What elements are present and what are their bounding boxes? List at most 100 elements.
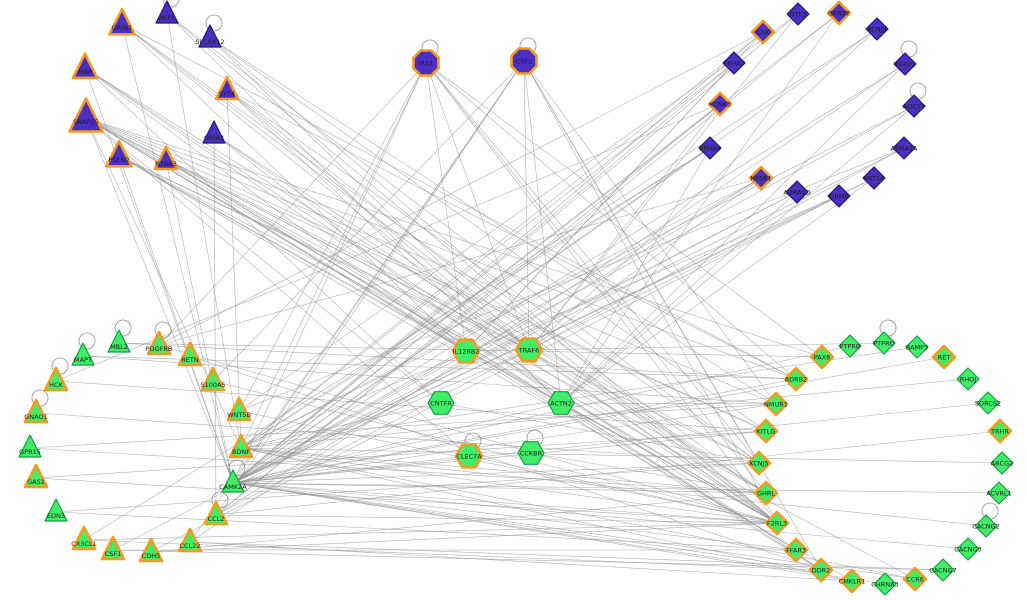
node-CCL2[interactable]: CCL2 bbox=[203, 500, 229, 526]
node-RHOJ[interactable]: RHOJ bbox=[956, 367, 980, 391]
edge-line bbox=[560, 177, 875, 404]
node-NEFL[interactable]: NEFL bbox=[155, 0, 179, 24]
node-NTSR1[interactable]: NTSR1 bbox=[748, 165, 774, 191]
edge-line bbox=[523, 60, 777, 405]
node-TRAF6[interactable]: TRAF6 bbox=[514, 337, 544, 363]
triangle-node-shape bbox=[228, 433, 254, 459]
node-CSF2[interactable]: CSF2 bbox=[510, 47, 538, 75]
diamond-node-shape bbox=[748, 165, 774, 191]
node-MBL2[interactable]: MBL2 bbox=[107, 329, 131, 353]
edge-line bbox=[232, 105, 915, 484]
diamond-node-shape bbox=[865, 17, 889, 41]
edge-line bbox=[209, 37, 777, 405]
edge-line bbox=[121, 23, 778, 524]
node-CCR6[interactable]: CCR6 bbox=[902, 566, 928, 592]
triangle-node-shape bbox=[71, 52, 99, 80]
node-KCNJ5[interactable]: KCNJ5 bbox=[746, 450, 772, 476]
triangle-node-shape bbox=[108, 7, 136, 36]
node-CCKBR[interactable]: CCKBR bbox=[517, 441, 545, 465]
edge-line bbox=[209, 37, 530, 351]
node-EDN3[interactable]: EDN3 bbox=[44, 498, 68, 522]
edge-line bbox=[528, 28, 878, 351]
triangle-node-shape bbox=[202, 120, 226, 144]
edge-line bbox=[55, 511, 797, 551]
edge-line bbox=[232, 62, 427, 484]
node-GRIA2[interactable]: GRIA2 bbox=[202, 120, 226, 144]
node-GRM8[interactable]: GRM8 bbox=[827, 184, 851, 208]
hexagon-node-shape bbox=[517, 441, 545, 465]
node-ADRB2[interactable]: ADRB2 bbox=[783, 366, 809, 392]
node-GNAO1[interactable]: GNAO1 bbox=[23, 398, 49, 424]
diamond-node-shape bbox=[873, 572, 897, 596]
node-MBP[interactable]: MBP bbox=[71, 52, 99, 80]
diamond-node-shape bbox=[785, 180, 809, 204]
edge-line bbox=[84, 67, 767, 494]
node-CNTFR[interactable]: CNTFR bbox=[427, 391, 455, 415]
node-CACNG2[interactable]: CACNG2 bbox=[972, 514, 1000, 538]
node-GAS1[interactable]: GAS1 bbox=[23, 463, 49, 489]
node-CSK[interactable]: CSK bbox=[750, 19, 776, 45]
edge-line bbox=[232, 378, 797, 484]
node-CCL22[interactable]: CCL22 bbox=[177, 527, 203, 553]
node-PSEN2[interactable]: PSEN2 bbox=[105, 139, 133, 168]
node-ADRA1D[interactable]: ADRA1D bbox=[783, 180, 811, 204]
diamond-node-shape bbox=[974, 514, 998, 538]
edge-line bbox=[560, 402, 777, 405]
edge-line bbox=[425, 62, 797, 380]
node-F2RL3[interactable]: F2RL3 bbox=[764, 510, 790, 536]
node-KCNJ9[interactable]: KCNJ9 bbox=[865, 17, 889, 41]
node-CX3CL1[interactable]: CX3CL1 bbox=[71, 525, 97, 551]
node-SORCS2[interactable]: SORCS2 bbox=[975, 391, 1001, 415]
node-NTF3[interactable]: NTF3 bbox=[786, 2, 810, 26]
node-KITLG[interactable]: KITLG bbox=[753, 418, 779, 444]
node-CLEC7A[interactable]: CLEC7A bbox=[454, 443, 484, 469]
node-ACVRL1[interactable]: ACVRL1 bbox=[986, 481, 1012, 505]
edge-line bbox=[232, 13, 799, 484]
triangle-node-shape bbox=[105, 139, 133, 168]
node-GRIN1[interactable]: GRIN1 bbox=[108, 7, 136, 36]
edge-line bbox=[213, 133, 778, 524]
node-WNT5B[interactable]: WNT5B bbox=[226, 396, 252, 422]
node-EPHA4[interactable]: EPHA4 bbox=[698, 136, 722, 160]
node-ABCG2[interactable]: ABCG2 bbox=[990, 451, 1014, 475]
hexagon-node-shape bbox=[514, 337, 544, 363]
node-TRHR[interactable]: TRHR bbox=[987, 418, 1013, 444]
node-FFAR3[interactable]: FFAR3 bbox=[783, 537, 809, 563]
edge-line bbox=[213, 133, 562, 404]
node-CACNG7[interactable]: CACNG7 bbox=[929, 558, 957, 582]
node-GPR15[interactable]: GPR15 bbox=[18, 434, 42, 458]
node-RET[interactable]: RET bbox=[931, 344, 957, 370]
diamond-node-shape bbox=[956, 537, 980, 561]
triangle-node-shape bbox=[23, 398, 49, 424]
diamond-node-shape bbox=[763, 391, 789, 417]
node-MAPT[interactable]: MAPT bbox=[71, 342, 95, 366]
node-KRT14[interactable]: KRT14 bbox=[862, 166, 886, 190]
diamond-node-shape bbox=[990, 451, 1014, 475]
hexagon-node-shape bbox=[547, 391, 575, 415]
node-RAMP3[interactable]: RAMP3 bbox=[905, 335, 929, 359]
diamond-node-shape bbox=[931, 558, 955, 582]
node-PTPRB[interactable]: PTPRB bbox=[838, 334, 862, 358]
node-PAX8[interactable]: PAX8 bbox=[809, 344, 835, 370]
edge-line bbox=[118, 155, 853, 582]
edge-line bbox=[189, 60, 525, 543]
edge-line bbox=[29, 447, 767, 494]
node-KCNK3[interactable]: KCNK3 bbox=[707, 91, 733, 117]
edge-line bbox=[55, 103, 721, 382]
node-GHRL[interactable]: GHRL bbox=[753, 480, 779, 506]
node-ADRA2A[interactable]: ADRA2A bbox=[891, 136, 918, 160]
node-S100A5[interactable]: S100A5 bbox=[200, 366, 226, 392]
node-CMKLR1[interactable]: CMKLR1 bbox=[839, 568, 866, 594]
diamond-node-shape bbox=[786, 2, 810, 26]
node-HCK[interactable]: HCK bbox=[43, 366, 69, 392]
edge-line bbox=[232, 356, 945, 484]
node-GPR37[interactable]: GPR37 bbox=[826, 0, 852, 26]
node-IRS1[interactable]: IRS1 bbox=[412, 49, 440, 77]
node-ACTN2[interactable]: ACTN2 bbox=[547, 391, 575, 415]
node-CACNG3[interactable]: CACNG3 bbox=[954, 537, 982, 561]
node-SYT4[interactable]: SYT4 bbox=[214, 75, 240, 101]
diamond-node-shape bbox=[872, 331, 896, 355]
node-CSF1[interactable]: CSF1 bbox=[100, 535, 126, 561]
node-IL12RB2[interactable]: IL12RB2 bbox=[451, 338, 481, 364]
